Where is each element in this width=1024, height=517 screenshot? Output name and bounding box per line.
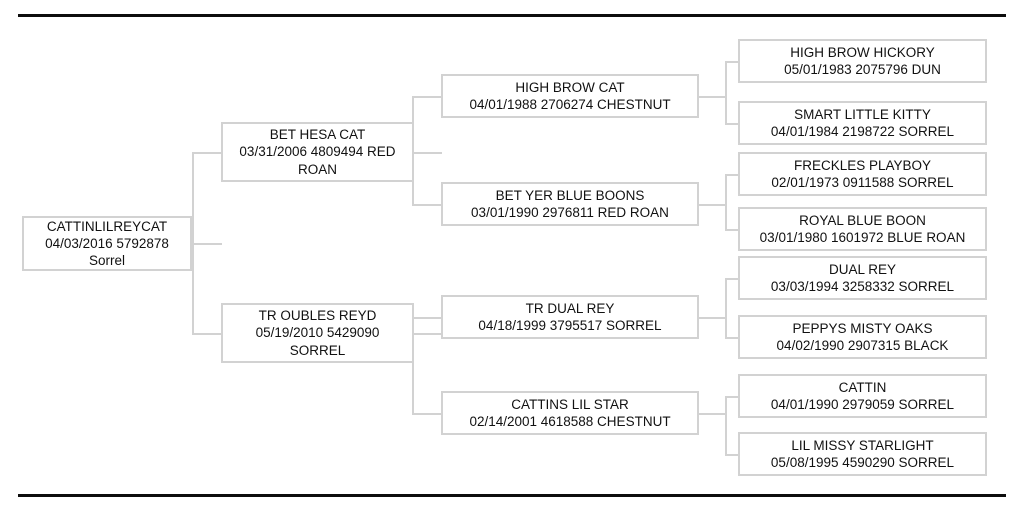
node-name: TR DUAL REY <box>525 300 615 316</box>
connector-gen3-cattin-in <box>725 396 739 398</box>
node-color: Sorrel <box>88 253 125 269</box>
pedigree-node-gen3-4[interactable]: ROYAL BLUE BOON 03/01/1980 1601972 BLUE … <box>738 207 987 251</box>
node-details: 04/18/1999 3795517 SORREL <box>478 318 662 333</box>
connector-cattinslilstar-vertical <box>725 396 727 455</box>
node-name: SMART LITTLE KITTY <box>794 106 931 122</box>
node-color: SORREL <box>289 342 346 358</box>
connector-highbrowcat-out <box>699 96 727 98</box>
pedigree-node-gen1-dam[interactable]: TR OUBLES REYD 05/19/2010 5429090 SORREL <box>221 303 414 363</box>
node-details: 04/01/1990 2979059 SORREL <box>770 397 955 412</box>
pedigree-node-gen3-7[interactable]: CATTIN 04/01/1990 2979059 SORREL <box>738 374 987 418</box>
node-details: 03/31/2006 4809494 RED <box>239 144 396 160</box>
pedigree-node-gen2-1[interactable]: HIGH BROW CAT 04/01/1988 2706274 CHESTNU… <box>441 74 699 118</box>
node-name: HIGH BROW HICKORY <box>790 44 935 60</box>
node-details: 05/08/1995 4590290 SORREL <box>770 455 955 470</box>
connector-gen1-troublesreyd-in <box>192 333 222 335</box>
pedigree-node-gen2-3[interactable]: TR DUAL REY 04/18/1999 3795517 SORREL <box>441 295 699 339</box>
node-details: 03/01/1990 2976811 RED ROAN <box>471 205 669 220</box>
node-name: HIGH BROW CAT <box>515 79 625 95</box>
pedigree-node-gen3-6[interactable]: PEPPYS MISTY OAKS 04/02/1990 2907315 BLA… <box>738 315 987 359</box>
node-name: ROYAL BLUE BOON <box>799 212 926 228</box>
node-details: 02/01/1973 0911588 SORREL <box>771 175 954 190</box>
pedigree-node-gen1-sire[interactable]: BET HESA CAT 03/31/2006 4809494 RED ROAN <box>221 122 414 182</box>
pedigree-node-gen3-5[interactable]: DUAL REY 03/03/1994 3258332 SORREL <box>738 256 987 300</box>
connector-troublesreyd-vertical <box>412 317 414 415</box>
pedigree-node-gen3-1[interactable]: HIGH BROW HICKORY 05/01/1983 2075796 DUN <box>738 39 987 83</box>
connector-gen3-dualrey-in <box>725 278 739 280</box>
node-name: CATTIN <box>838 379 887 395</box>
connector-troublesreyd-out <box>414 333 442 335</box>
pedigree-node-gen3-8[interactable]: LIL MISSY STARLIGHT 05/08/1995 4590290 S… <box>738 432 987 476</box>
connector-gen2-betyerblueboons-in <box>412 204 442 206</box>
node-details: 04/03/2016 5792878 <box>45 235 169 251</box>
pedigree-node-gen3-3[interactable]: FRECKLES PLAYBOY 02/01/1973 0911588 SORR… <box>738 152 987 196</box>
node-name: BET HESA CAT <box>269 127 366 143</box>
connector-betyerblueboons-out <box>699 204 727 206</box>
connector-gen2-trdualrey-in <box>412 317 442 319</box>
connector-bethesacat-out <box>414 152 442 154</box>
connector-betyerblueboons-vertical <box>725 174 727 230</box>
node-color: ROAN <box>297 161 337 177</box>
pedigree-node-subject[interactable]: CATTINLILREYCAT 04/03/2016 5792878 Sorre… <box>22 216 192 271</box>
node-details: 05/19/2010 5429090 <box>255 325 380 341</box>
node-name: FRECKLES PLAYBOY <box>793 157 932 173</box>
connector-gen2-cattinslilstar-in <box>412 413 442 415</box>
connector-gen3-highbrowhickory-in <box>725 61 739 63</box>
pedigree-node-gen3-2[interactable]: SMART LITTLE KITTY 04/01/1984 2198722 SO… <box>738 101 987 145</box>
connector-gen3-frecklesplayboy-in <box>725 174 739 176</box>
node-details: 05/01/1983 2075796 DUN <box>784 62 941 77</box>
node-name: LIL MISSY STARLIGHT <box>791 437 934 453</box>
connector-trdualrey-vertical <box>725 278 727 338</box>
node-name: CATTINLILREYCAT <box>46 218 168 234</box>
bottom-divider-rule <box>18 494 1006 497</box>
node-details: 03/01/1980 1601972 BLUE ROAN <box>759 230 966 245</box>
node-name: PEPPYS MISTY OAKS <box>792 320 933 336</box>
pedigree-node-gen2-2[interactable]: BET YER BLUE BOONS 03/01/1990 2976811 RE… <box>441 182 699 226</box>
connector-highbrowcat-vertical <box>725 61 727 123</box>
node-name: CATTINS LIL STAR <box>511 396 629 412</box>
node-name: DUAL REY <box>828 261 897 277</box>
top-divider-rule <box>18 14 1006 17</box>
connector-subject-vertical <box>192 152 194 335</box>
connector-cattinslilstar-out <box>699 413 727 415</box>
node-details: 04/01/1984 2198722 SORREL <box>770 124 955 139</box>
node-details: 02/14/2001 4618588 CHESTNUT <box>469 414 671 429</box>
connector-gen1-bethesacat-in <box>192 152 222 154</box>
connector-subject-out <box>192 243 222 245</box>
node-details: 04/02/1990 2907315 BLACK <box>776 338 949 353</box>
node-name: TR OUBLES REYD <box>258 308 377 324</box>
connector-gen3-smartlittlekitty-in <box>725 123 739 125</box>
connector-gen3-royalblueboon-in <box>725 229 739 231</box>
node-details: 04/01/1988 2706274 CHESTNUT <box>469 97 671 112</box>
connector-trdualrey-out <box>699 317 727 319</box>
node-name: BET YER BLUE BOONS <box>495 187 645 203</box>
connector-gen3-peppysmistyoaks-in <box>725 337 739 339</box>
connector-gen2-highbrowcat-in <box>412 96 442 98</box>
pedigree-node-gen2-4[interactable]: CATTINS LIL STAR 02/14/2001 4618588 CHES… <box>441 391 699 435</box>
connector-gen3-lilmissystarlight-in <box>725 454 739 456</box>
node-details: 03/03/1994 3258332 SORREL <box>770 279 955 294</box>
